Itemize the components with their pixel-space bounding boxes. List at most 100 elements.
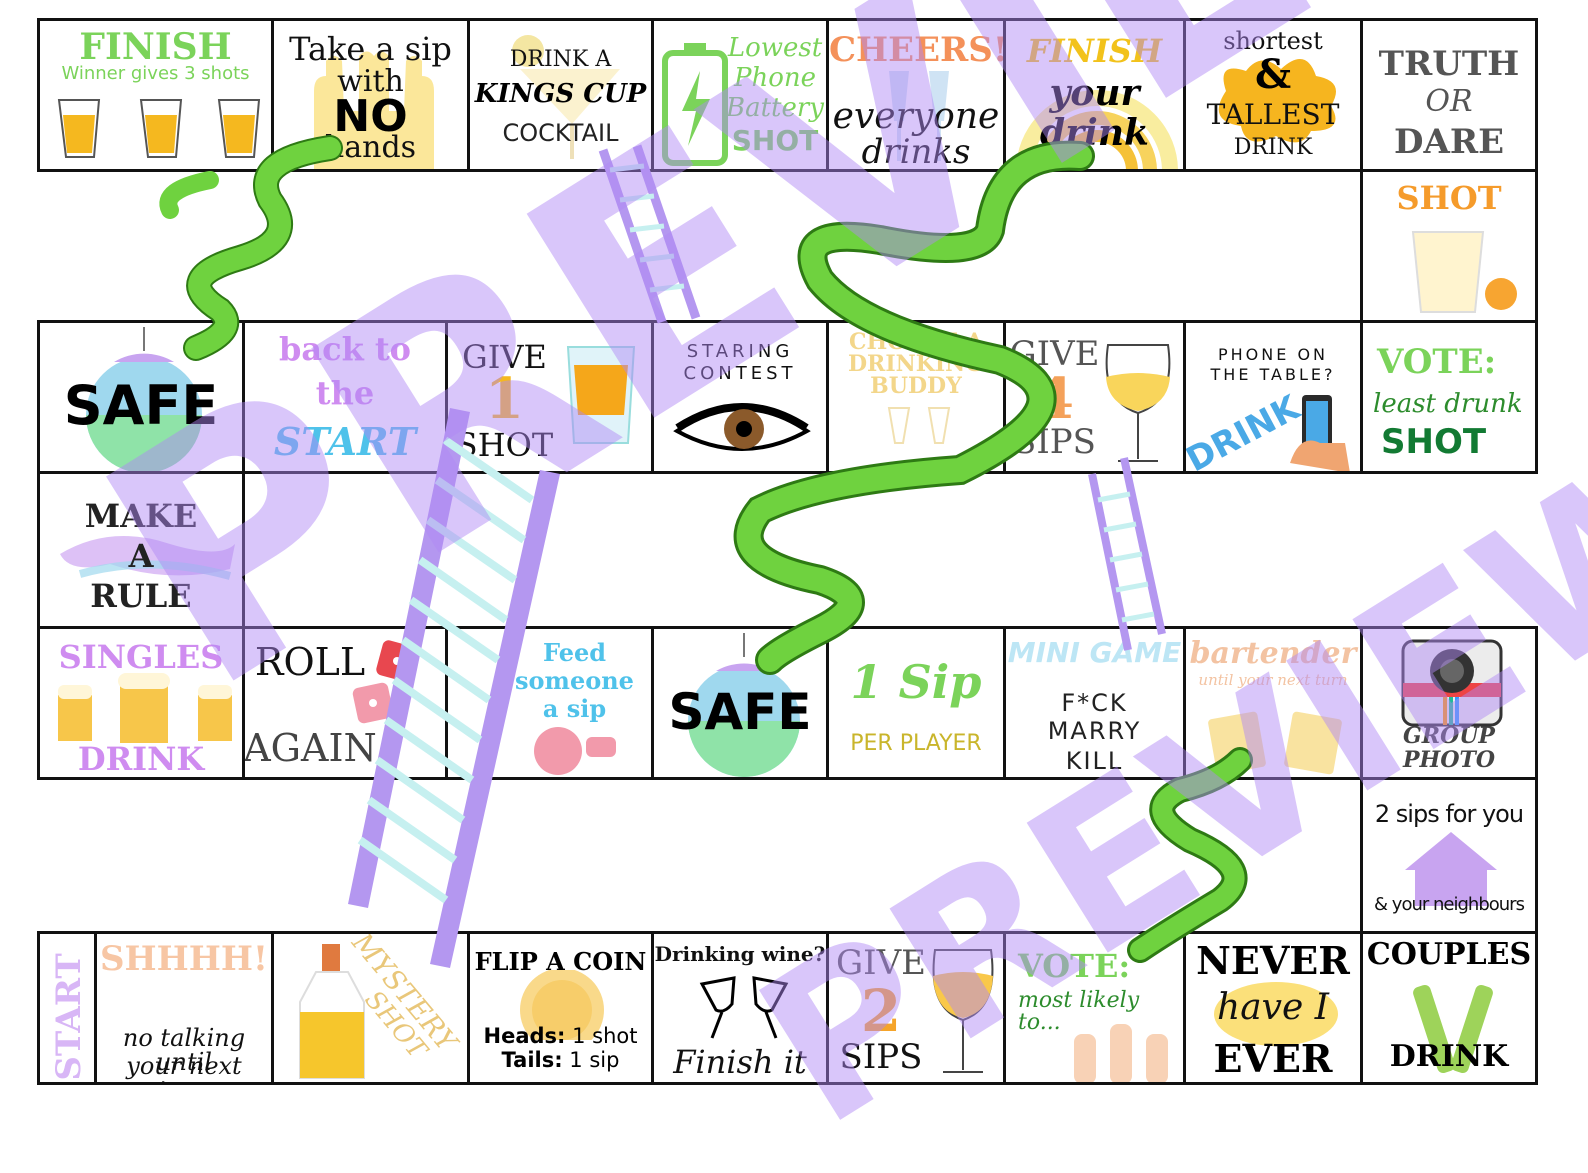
tile-drinking-wine[interactable]: Drinking wine? Finish it	[651, 931, 829, 1085]
tile-bartender[interactable]: bartender until your next turn	[1183, 626, 1363, 780]
tile-roll-again[interactable]: ROLL AGAIN	[242, 626, 448, 780]
tile-line-2: your	[1049, 72, 1140, 114]
tile-line-4: KILL	[1065, 747, 1124, 775]
tile-line-2: A	[128, 537, 154, 575]
tile-tails: Tails: 1 sip	[470, 1050, 651, 1071]
tile-line-4: hands	[324, 130, 417, 165]
tile-shortest-tallest[interactable]: shortest & TALLEST DRINK	[1183, 18, 1363, 172]
heads-key: Heads:	[483, 1024, 566, 1048]
bottle-icon	[299, 944, 365, 1079]
tile-line-2: least drunk	[1373, 389, 1523, 419]
tile-line-1: CHEERS!	[829, 30, 1006, 70]
tile-feed-someone[interactable]: Feed someone a sip	[445, 626, 654, 780]
tile-give-4-sips[interactable]: GIVE 4 SIPS	[1003, 320, 1186, 474]
tile-line-3: DARE	[1393, 122, 1505, 162]
tile-finish-winner[interactable]: FINISH Winner gives 3 shots	[37, 18, 274, 172]
tile-truth-dare[interactable]: TRUTH OR DARE	[1360, 18, 1538, 172]
tile-singles-drink[interactable]: SINGLES DRINK	[37, 626, 245, 780]
disco-ball-icon	[688, 633, 800, 777]
cocktail-icon	[512, 35, 620, 159]
tile-line-1: ROLL	[254, 640, 366, 684]
beer-mug-icon	[58, 673, 232, 743]
tile-line-2: until your next turn	[1198, 671, 1348, 689]
tile-line-1: STARING	[686, 341, 794, 362]
tile-line-2: someone	[515, 666, 634, 695]
tile-line-2: the	[315, 374, 375, 412]
tile-line-2: CONTEST	[683, 363, 797, 384]
shot-glass-icon	[57, 99, 261, 158]
tile-cheers[interactable]: CHEERS! everyone drinks	[826, 18, 1006, 172]
tile-line-1: SINGLES	[58, 638, 224, 676]
tile-line-3: EVER	[1213, 1036, 1333, 1081]
tile-label: SAFE	[63, 374, 219, 437]
tile-staring-contest[interactable]: STARING CONTEST	[651, 320, 829, 474]
tile-line-1: GIVE	[836, 943, 926, 983]
tails-value: 1 sip	[562, 1048, 620, 1072]
tile-line-1: VOTE:	[1377, 342, 1497, 382]
tile-line-2: Phone	[733, 63, 817, 93]
tile-mystery-shot[interactable]: MYSTERY SHOT	[271, 931, 470, 1085]
battery-icon	[662, 43, 728, 166]
tile-one-sip[interactable]: 1 Sip PER PLAYER	[826, 626, 1006, 780]
tile-line-2: 1	[485, 366, 524, 432]
tile-line-1: DRINK A	[509, 47, 612, 72]
tile-kings-cup[interactable]: DRINK A KINGS CUP COCKTAIL	[467, 18, 654, 172]
tile-line-3: SIPS	[839, 1037, 923, 1077]
wine-glass-icon	[1105, 344, 1171, 462]
tile-line-1: GROUP	[1403, 723, 1495, 749]
tile-label: SAFE	[668, 683, 812, 741]
tile-finish-drink[interactable]: FINISH your drink	[1003, 18, 1186, 172]
tile-line-1: SHHHH!	[100, 939, 268, 979]
tile-group-photo[interactable]: GROUP PHOTO	[1360, 626, 1538, 780]
tile-flip-coin[interactable]: FLIP A COIN Heads: 1 shot Tails: 1 sip	[467, 931, 654, 1085]
house-icon	[1405, 832, 1497, 906]
tile-line-2: DRINK	[77, 740, 205, 778]
tile-line-4: SHOT	[731, 124, 819, 157]
dice-icon	[352, 640, 418, 724]
tile-line-3: TALLEST	[1206, 98, 1340, 131]
tile-safe-1[interactable]: SAFE	[37, 320, 245, 474]
tile-line-2: KINGS CUP	[474, 79, 647, 109]
heads-value: 1 shot	[565, 1024, 638, 1048]
champagne-icon	[887, 407, 951, 444]
tile-couples-drink[interactable]: COUPLES DRINK	[1360, 931, 1538, 1085]
tile-line-2: PER PLAYER	[850, 731, 982, 756]
tile-back-to-start[interactable]: back to the START	[242, 320, 448, 474]
tile-shot[interactable]: SHOT	[1360, 169, 1538, 323]
hands-icon	[1074, 1024, 1168, 1082]
tile-vote-least-drunk[interactable]: VOTE: least drunk SHOT	[1360, 320, 1538, 474]
tile-line-2: PHOTO	[1402, 747, 1496, 773]
camera-icon	[1401, 639, 1503, 727]
tile-never-have-i-ever[interactable]: NEVER have I EVER	[1183, 931, 1363, 1085]
tile-line-4: DRINK	[1233, 135, 1313, 160]
tile-drinking-buddy[interactable]: CHOOSE A DRINKING BUDDY	[826, 320, 1006, 474]
tile-line-3: SHOT	[1381, 422, 1487, 462]
tile-line-1: shortest	[1223, 27, 1323, 55]
tile-start[interactable]: START	[37, 931, 97, 1085]
tile-give-1-shot[interactable]: GIVE 1 SHOT	[445, 320, 654, 474]
tile-line-3: drinks	[861, 132, 971, 172]
tile-mini-game[interactable]: MINI GAME F*CK MARRY KILL	[1003, 626, 1186, 780]
tile-line-1: Drinking wine?	[654, 942, 826, 966]
tile-line-1: PHONE ON	[1218, 345, 1328, 364]
tile-vote-most-likely[interactable]: VOTE: most likely to...	[1003, 931, 1186, 1085]
tile-low-battery[interactable]: Lowest Phone Battery SHOT	[651, 18, 829, 172]
ladder-icon	[1088, 457, 1166, 651]
tile-line-1: FLIP A COIN	[474, 947, 647, 976]
tile-safe-2[interactable]: SAFE	[651, 626, 829, 780]
tile-make-rule[interactable]: MAKE A RULE	[37, 471, 245, 629]
tile-line-1: TRUTH	[1378, 44, 1520, 84]
tile-line-1: GIVE	[462, 338, 547, 376]
tile-line-1: FINISH	[1026, 32, 1163, 70]
tile-phone-table[interactable]: PHONE ON THE TABLE? DRINK	[1183, 320, 1363, 474]
ladder-icon	[598, 144, 701, 324]
tile-neighbours[interactable]: 2 sips for you & your neighbours	[1360, 777, 1538, 934]
wine-glass-icon	[932, 949, 994, 1073]
tile-no-hands[interactable]: Take a sip with NO hands	[271, 18, 470, 172]
tile-line-2: with	[337, 64, 404, 99]
tile-line-3: START	[273, 419, 417, 464]
tile-give-2-sips[interactable]: GIVE 2 SIPS	[826, 931, 1006, 1085]
tile-shhh[interactable]: SHHHH! no talking until your next turn	[94, 931, 274, 1085]
tile-line-2: most likely to...	[1018, 988, 1140, 1035]
tile-line-2: OR	[1425, 84, 1473, 119]
